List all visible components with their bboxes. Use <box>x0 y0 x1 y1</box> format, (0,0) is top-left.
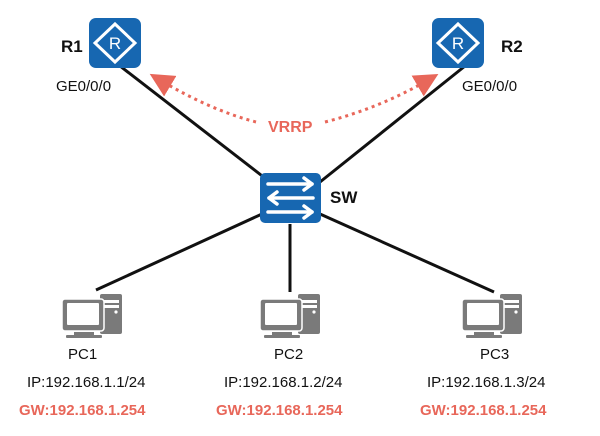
pc1-label: PC1 <box>68 346 98 363</box>
link-r1-sw <box>119 64 271 184</box>
pc2-gateway: GW:192.168.1.254 <box>216 402 343 419</box>
router-r2-icon[interactable]: R <box>432 18 484 68</box>
pc3-gateway: GW:192.168.1.254 <box>420 402 547 419</box>
router-r2-interface: GE0/0/0 <box>462 78 518 95</box>
pc1-gateway: GW:192.168.1.254 <box>19 402 146 419</box>
pc2-ip: IP:192.168.1.2/24 <box>224 374 343 391</box>
pc1-ip: IP:192.168.1.1/24 <box>27 374 146 391</box>
link-r2-sw <box>319 64 466 184</box>
vrrp-label: VRRP <box>268 119 313 136</box>
router-r1-interface: GE0/0/0 <box>56 78 112 95</box>
switch-label: SW <box>330 188 358 207</box>
link-sw-pc1 <box>95 212 263 292</box>
svg-text:R: R <box>452 34 464 53</box>
router-r1-label: R1 <box>61 37 83 56</box>
pc1-icon[interactable] <box>61 294 122 338</box>
link-sw-pc3 <box>319 212 495 294</box>
pc3-label: PC3 <box>480 346 510 363</box>
pc2-label: PC2 <box>274 346 304 363</box>
vrrp-arrow-left <box>149 73 257 124</box>
pc2-icon[interactable] <box>259 294 320 338</box>
switch-icon[interactable] <box>260 173 321 223</box>
router-r1-icon[interactable]: R <box>89 18 141 68</box>
router-r2-label: R2 <box>501 37 523 56</box>
vrrp-arrow-right <box>324 73 439 124</box>
svg-text:R: R <box>109 34 121 53</box>
pc3-icon[interactable] <box>461 294 522 338</box>
pc3-ip: IP:192.168.1.3/24 <box>427 374 546 391</box>
